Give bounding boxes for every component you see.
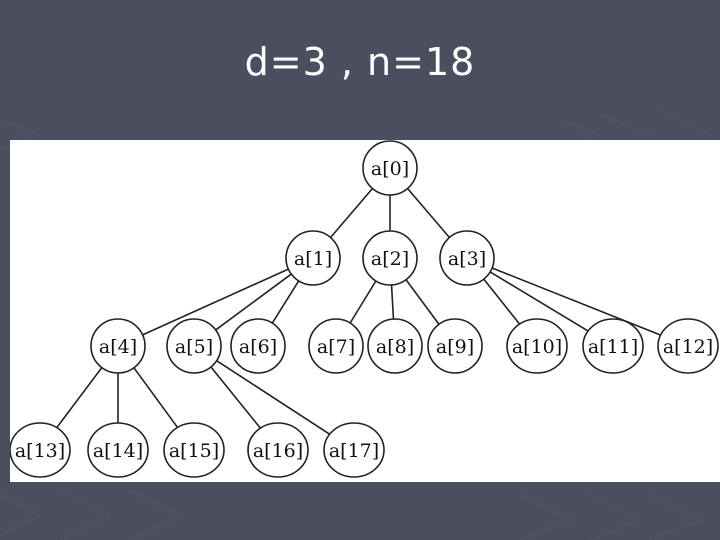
tree-node-10: a[10]: [506, 318, 568, 374]
tree-node-12: a[12]: [657, 318, 719, 374]
tree-node-9: a[9]: [427, 318, 483, 374]
node-label: a[3]: [448, 248, 486, 270]
edge-3-12: [491, 267, 664, 337]
node-label: a[1]: [294, 248, 332, 270]
node-label: a[8]: [376, 336, 414, 358]
edge-0-1: [329, 187, 374, 239]
node-circle: [439, 230, 495, 286]
node-circle: [166, 318, 222, 374]
tree-node-8: a[8]: [367, 318, 423, 374]
tree-diagram: a[0] a[1] a[2] a[3] a[4] a[5] a[6] a[7] a[8] a[9]…: [10, 140, 719, 478]
tree-node-6: a[6]: [230, 318, 286, 374]
edge-4-15: [133, 367, 179, 429]
edge-3-11: [489, 271, 591, 333]
node-circle: [87, 422, 149, 478]
node-label: a[11]: [588, 336, 638, 358]
node-label: a[13]: [15, 440, 65, 462]
tree-node-0: a[0]: [362, 140, 418, 196]
node-label: a[4]: [99, 336, 137, 358]
edge-2-8: [390, 284, 395, 320]
node-label: a[2]: [371, 248, 409, 270]
edge-1-6: [271, 280, 300, 324]
node-circle: [10, 422, 71, 478]
node-label: a[7]: [317, 336, 355, 358]
tree-node-13: a[13]: [10, 422, 71, 478]
node-label: a[6]: [239, 336, 277, 358]
edge-4-13: [55, 367, 103, 429]
edge-3-10: [483, 278, 521, 326]
edge-2-9: [405, 279, 440, 325]
node-circle: [427, 318, 483, 374]
tree-diagram-panel: a[0] a[1] a[2] a[3] a[4] a[5] a[6] a[7] a[8] a[9]…: [10, 140, 720, 482]
edge-1-5: [215, 273, 292, 331]
tree-node-16: a[16]: [247, 422, 309, 478]
tree-node-15: a[15]: [163, 422, 225, 478]
node-label: a[17]: [329, 440, 379, 462]
node-circle: [657, 318, 719, 374]
node-circle: [308, 318, 364, 374]
node-circle: [247, 422, 309, 478]
node-circle: [323, 422, 385, 478]
node-label: a[0]: [371, 158, 409, 180]
node-label: a[14]: [93, 440, 143, 462]
node-circle: [506, 318, 568, 374]
slide-title: d=3 , n=18: [244, 40, 476, 84]
node-circle: [90, 318, 146, 374]
node-circle: [230, 318, 286, 374]
edge-5-17: [216, 360, 332, 436]
edge-2-7: [349, 280, 377, 324]
node-circle: [362, 140, 418, 196]
tree-node-2: a[2]: [362, 230, 418, 286]
tree-node-4: a[4]: [90, 318, 146, 374]
tree-node-11: a[11]: [582, 318, 644, 374]
tree-node-7: a[7]: [308, 318, 364, 374]
node-label: a[9]: [436, 336, 474, 358]
node-label: a[5]: [175, 336, 213, 358]
tree-node-3: a[3]: [439, 230, 495, 286]
node-circle: [163, 422, 225, 478]
tree-node-1: a[1]: [285, 230, 341, 286]
edge-0-3: [406, 187, 451, 239]
node-label: a[15]: [169, 440, 219, 462]
node-label: a[16]: [253, 440, 303, 462]
tree-node-17: a[17]: [323, 422, 385, 478]
tree-node-5: a[5]: [166, 318, 222, 374]
node-label: a[12]: [663, 336, 713, 358]
edge-1-4: [142, 268, 289, 336]
edge-5-16: [210, 366, 262, 430]
node-circle: [582, 318, 644, 374]
node-circle: [367, 318, 423, 374]
node-circle: [362, 230, 418, 286]
node-label: a[10]: [512, 336, 562, 358]
tree-node-14: a[14]: [87, 422, 149, 478]
node-circle: [285, 230, 341, 286]
